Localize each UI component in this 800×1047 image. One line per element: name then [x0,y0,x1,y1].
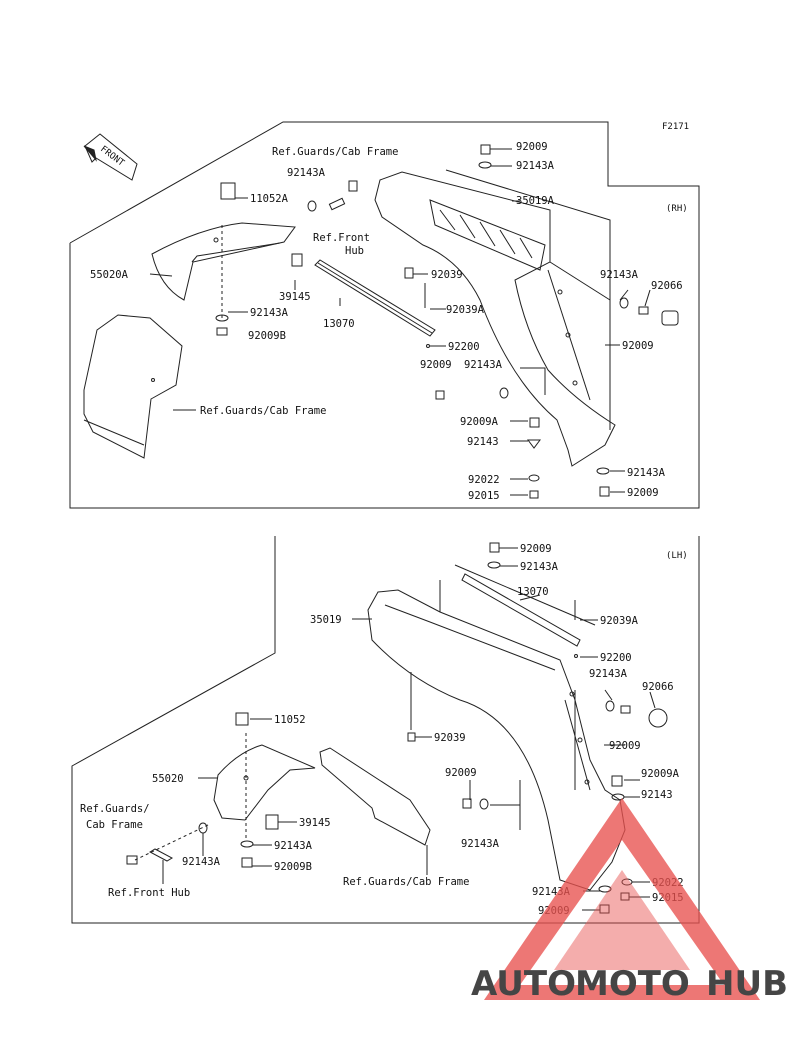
lh-part-label: 92009 [520,543,552,555]
rh-part-label: 92143A [516,160,555,172]
rh-part-label: 13070 [323,318,355,330]
lh-leader-lines [162,547,656,911]
lh-cab-frame-shape [319,747,431,846]
rh-part-label: 55020A [90,269,129,281]
lh-part-label: 92009A [641,768,680,780]
lh-ref-front-hub: Ref.Front Hub [108,887,190,899]
lh-part-label: 92039A [600,615,639,627]
lh-ref-guards-2: Cab Frame [86,819,143,831]
rh-part-label: 92022 [468,474,500,486]
rh-part-label: 92015 [468,490,500,502]
rh-part-label: 92143A [287,167,326,179]
rh-part-label: 92039A [446,304,485,316]
lh-panel-frame [71,536,700,924]
rh-part-label: 35019A [516,195,555,207]
rh-part-label: 39145 [279,291,311,303]
rh-part-label: 92009 [420,359,452,371]
lh-part-label: 92143 [641,789,673,801]
rh-fasteners-left [215,180,358,336]
rh-fasteners-right [404,144,679,499]
lh-part-label: 92143A [274,840,313,852]
watermark-text-moto: MOTO [575,964,690,1004]
rh-part-label: 92143A [250,307,289,319]
rh-part-label: 92066 [651,280,683,292]
figure-code: F2171 [662,122,689,132]
rh-panel: FRONT [69,121,700,509]
rh-part-label: 92143A [627,467,666,479]
lh-part-label: 92009 [445,767,477,779]
lh-part-label: 55020 [152,773,184,785]
rh-part-label: 92143A [600,269,639,281]
lh-part-13070-shape [461,573,581,647]
rh-cab-frame-shape [83,314,183,459]
watermark-logo: AUTO MOTO HUB [471,798,788,1004]
rh-labels: (RH) Ref.Guards/Cab Frame Ref.Front Hub … [90,141,688,502]
lh-part-label: 92143A [182,856,221,868]
lh-side-label: (LH) [666,551,688,561]
rh-leader-lines [149,148,651,496]
lh-fasteners [126,542,668,914]
rh-part-35019a-shape [374,169,616,467]
lh-panel [71,536,700,924]
lh-part-label: 92009B [274,861,312,873]
lh-part-label: 92009 [609,740,641,752]
lh-ref-guards-1: Ref.Guards/ [80,803,150,815]
lh-part-label: 92200 [600,652,632,664]
lh-part-label: 11052 [274,714,306,726]
lh-part-label: 13070 [517,586,549,598]
rh-panel-frame [69,121,700,509]
rh-ref-guards-top: Ref.Guards/Cab Frame [272,146,398,158]
lh-part-label: 35019 [310,614,342,626]
rh-part-label: 92009 [622,340,654,352]
watermark-text-hub: HUB [706,964,788,1004]
rh-part-label: 92039 [431,269,463,281]
watermark-text-auto: AUTO [471,964,576,1004]
rh-part-label: 92009A [460,416,499,428]
rh-ref-front-hub-1: Ref.Front [313,232,370,244]
rh-side-label: (RH) [666,204,688,214]
lh-part-label: 92143A [461,838,500,850]
rh-part-label: 92143A [464,359,503,371]
lh-part-label: 92143A [589,668,628,680]
lh-part-label: 92143A [520,561,559,573]
lh-part-label: 39145 [299,817,331,829]
rh-part-label: 92143 [467,436,499,448]
front-arrow-icon: FRONT [83,133,138,181]
rh-part-label: 11052A [250,193,289,205]
lh-part-55020-shape [213,733,316,840]
rh-part-label: 92009 [516,141,548,153]
lh-part-label: 92039 [434,732,466,744]
rh-ref-guards-low: Ref.Guards/Cab Frame [200,405,326,417]
lh-part-label: 92066 [642,681,674,693]
rh-part-55020a-shape [151,222,296,301]
rh-ref-front-hub-2: Hub [345,245,364,257]
rh-part-label: 92200 [448,341,480,353]
lh-ref-guards-low: Ref.Guards/Cab Frame [343,876,469,888]
rh-part-13070-shape [314,259,436,337]
rh-part-label: 92009 [627,487,659,499]
watermark-triangle-icon [484,798,760,1000]
rh-part-label: 92009B [248,330,286,342]
